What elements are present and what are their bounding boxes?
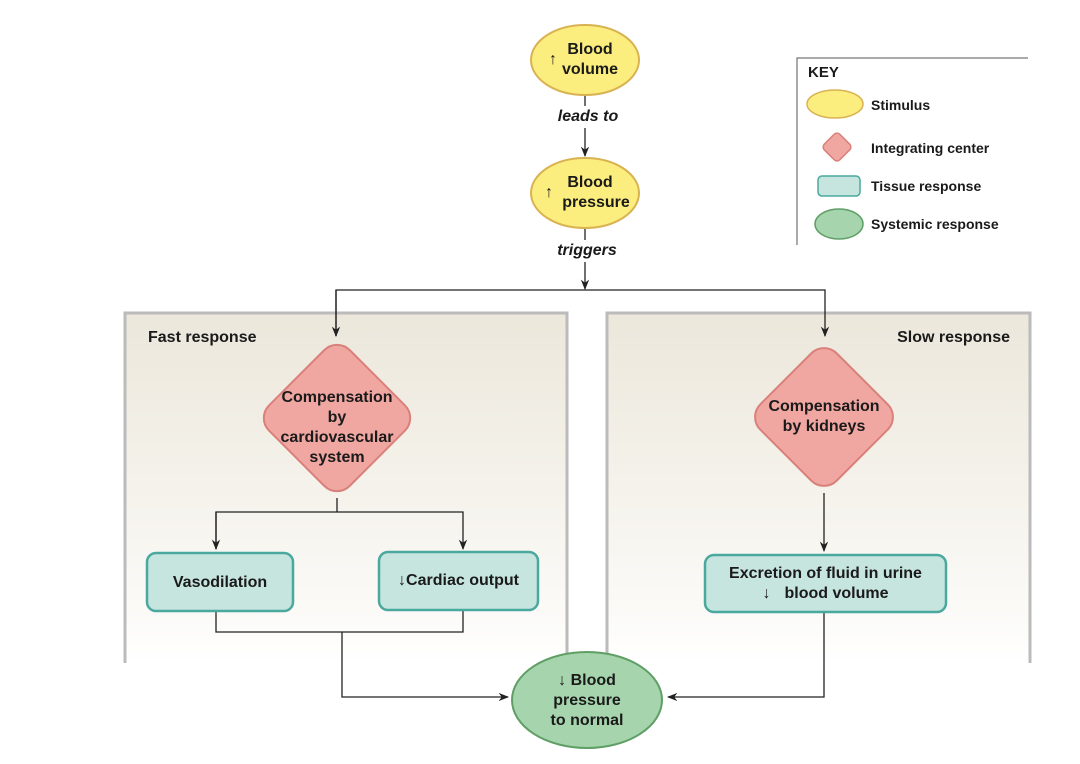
down-arrow-icon: ↓: [558, 672, 567, 689]
key-label-stimulus: Stimulus: [871, 97, 931, 113]
line: Compensation: [768, 398, 880, 415]
excretion-label: Excretion of fluid in urine ↓ blood volum…: [705, 564, 946, 604]
down-arrow-icon: ↓: [398, 572, 407, 589]
line: blood volume: [784, 585, 889, 602]
cardiac-output-node: [377, 550, 540, 612]
blood-volume-node: [530, 24, 640, 96]
cardiovascular-compensation-node: [262, 343, 412, 493]
line: Compensation: [281, 389, 393, 406]
line: system: [309, 449, 365, 466]
key-integrating-center-icon: [822, 132, 852, 162]
cardiac-output-label: ↓Cardiac output: [379, 571, 538, 591]
triggers-label: triggers: [557, 242, 617, 259]
key-title: KEY: [808, 64, 839, 81]
kidney-compensation-label: Compensation by kidneys: [749, 397, 899, 437]
key-stimulus-icon: [806, 89, 864, 119]
line: Blood: [567, 41, 613, 58]
key-tissue-response-icon: [817, 175, 861, 197]
excretion-node: [703, 553, 948, 614]
key-graphics: [796, 57, 1028, 245]
leads-to-label: leads to: [557, 108, 619, 125]
vasodilation-node: [145, 551, 295, 613]
connectors: [211, 95, 830, 702]
blood-pressure-normal-label: ↓ Blood pressure to normal: [537, 671, 637, 731]
up-arrow-icon: ↑: [545, 184, 553, 201]
down-arrow-icon: ↓: [762, 585, 771, 602]
key-label-tissue-response: Tissue response: [871, 178, 982, 194]
slow-response-title: Slow response: [897, 329, 1010, 346]
cardiovascular-compensation-label: Compensation by cardiovascular system: [262, 388, 412, 468]
blood-volume-label: ↑ Blood volume: [545, 40, 635, 80]
blood-pressure-label: ↑ Blood pressure: [545, 173, 635, 213]
key-label-integrating-center: Integrating center: [871, 140, 990, 156]
key-systemic-response-icon: [814, 208, 864, 240]
line: Blood: [570, 672, 616, 689]
fast-response-title: Fast response: [148, 329, 257, 346]
line: pressure: [553, 692, 621, 709]
line: to normal: [550, 712, 624, 729]
line: by kidneys: [782, 418, 866, 435]
up-arrow-icon: ↑: [549, 51, 557, 68]
blood-pressure-normal-node: [511, 651, 663, 749]
text: Cardiac output: [406, 572, 519, 589]
line: pressure: [562, 194, 630, 211]
vasodilation-label: Vasodilation: [172, 574, 268, 591]
blood-pressure-node: [530, 157, 640, 229]
line: by: [327, 409, 347, 426]
line: Blood: [567, 174, 613, 191]
line: volume: [561, 61, 618, 78]
key-label-systemic-response: Systemic response: [871, 216, 999, 232]
line: cardiovascular: [280, 429, 394, 446]
line: Excretion of fluid in urine: [729, 565, 922, 582]
kidney-compensation-node: [754, 347, 894, 487]
